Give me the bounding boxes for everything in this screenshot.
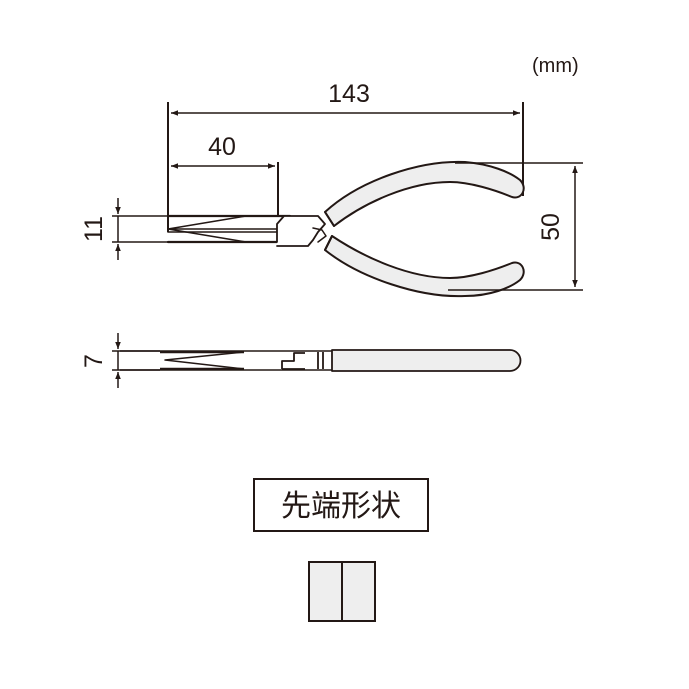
thickness-dimension: 7: [80, 333, 160, 388]
pliers-top-view: [166, 160, 525, 298]
overall-length-value: 143: [328, 80, 370, 108]
tip-shape-label-box: [253, 478, 429, 532]
tip-length-dimension: 40: [171, 133, 279, 216]
tip-width-dimension: 11: [80, 198, 170, 260]
handle-spread-value: 50: [537, 213, 565, 241]
tip-length-value: 40: [208, 133, 236, 161]
tip-shape-label: 先端形状: [281, 489, 401, 524]
thickness-value: 7: [80, 354, 108, 368]
pliers-side-view: [120, 349, 522, 372]
tip-shape-icon: [308, 561, 376, 622]
unit-label: (mm): [532, 55, 579, 77]
overall-length-dimension: 143: [167, 80, 524, 232]
handle-spread-dimension: 50: [448, 162, 583, 291]
tip-shape-section: 先端形状: [253, 478, 429, 622]
tip-width-value: 11: [80, 216, 108, 242]
